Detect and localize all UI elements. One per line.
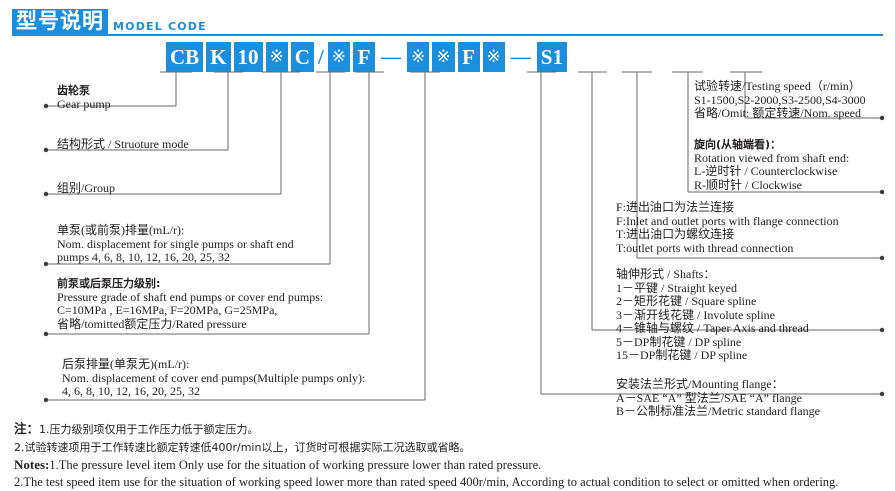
pressure-grade-line-2: Pressure grade of shaft end pumps or cov…	[57, 289, 324, 304]
callout-cover-end-displacement: 后泵排量(单泵无)(mL/r):Nom. displacement of cov…	[62, 357, 366, 399]
mounting-flange-line-2: A－SAE “A” 型法兰/SAE “A” flange	[616, 390, 802, 405]
shaft-type-line-5: 4－锥轴与螺纹 / Taper Axis and thread	[616, 321, 809, 335]
shaft-type-line-7: 15－DP制花键 / DP spline	[616, 348, 748, 362]
code-token-12: ※	[482, 42, 505, 72]
callout-pressure-grade: 前泵或后泵压力级别: Pressure grade of shaft end p…	[57, 277, 323, 331]
port-connection-line-1: F:进出油口为法兰连接	[616, 200, 735, 214]
notes-section: 注：1.压力级别项仅用于工作压力低于额定压力。 2.试验转速项用于工作转速比额定…	[14, 418, 884, 491]
note-cn-item-1: 1.压力级别项仅用于工作压力低于额定压力。	[39, 423, 259, 436]
notes-label-en: Notes:	[14, 457, 50, 472]
pressure-grade-line-4: 省略/tomitted额定压力/Rated pressure	[57, 316, 247, 331]
code-token-3: ※	[265, 42, 288, 72]
page-title-en: MODEL CODE	[113, 20, 207, 33]
note-en-1: Notes:1.The pressure level item Only use…	[14, 456, 884, 474]
single-pump-displacement-line-2: Nom. displacement for single pumps or sh…	[57, 236, 294, 251]
pressure-grade-line-3: C=10MPa , E=16MPa, F=20MPa, G=25MPa,	[57, 303, 278, 317]
mounting-flange-line-3: B－公制标准法兰/Metric standard flange	[616, 404, 820, 418]
testing-speed-line-2: S1-1500,S2-2000,S3-2500,S4-3000	[694, 92, 866, 107]
callout-group: 组别/Group	[57, 181, 115, 196]
mounting-flange-line-1: 安装法兰形式/Mounting flange：	[616, 377, 784, 391]
gear-pump-line-2: Gear pump	[57, 96, 111, 111]
code-token-7: F	[353, 42, 376, 72]
code-separator-13: —	[510, 46, 531, 68]
shaft-type-line-3: 2－矩形花键 / Square spline	[616, 294, 757, 308]
note-en-item-1: 1.The pressure level item Only use for t…	[49, 458, 542, 472]
shaft-type-line-1: 轴伸形式 / Shafts：	[616, 267, 716, 281]
page-header: 型号说明 MODEL CODE	[12, 8, 207, 34]
port-connection-line-3: T:进出油口为螺纹连接	[616, 227, 735, 241]
port-connection-line-4: T:outlet ports with thread connection	[616, 240, 794, 255]
single-pump-displacement-line-1: 单泵(或前泵)排量(mL/r):	[57, 223, 185, 237]
code-token-6: ※	[327, 42, 351, 72]
code-token-2: 10	[233, 42, 263, 72]
code-token-0: CB	[166, 42, 204, 72]
note-en-item-2: 2.The test speed item use for the situat…	[14, 475, 839, 489]
cover-end-displacement-line-2: Nom. displacement of cover end pumps(Mul…	[62, 370, 366, 385]
port-connection-line-2: F:Inlet and outlet ports with flange con…	[616, 213, 839, 228]
code-token-9: ※	[407, 42, 430, 72]
rotation-direction-line-4: R-顺时针 / Clockwise	[694, 177, 802, 192]
callout-structure-mode: 结构形式 / Struoture mode	[57, 137, 189, 152]
note-cn-item-2: 2.试验转速项用于工作转速比额定转速低400r/min以上，订货时可根据实际工况…	[14, 441, 471, 454]
note-cn-1: 注：1.压力级别项仅用于工作压力低于额定压力。	[14, 418, 884, 438]
shaft-type-line-2: 1－平键 / Straight keyed	[616, 280, 737, 295]
header-divider	[12, 34, 883, 36]
rotation-direction-line-3: L-逆时针 / Counterclockwise	[694, 164, 838, 178]
code-token-1: K	[206, 42, 231, 72]
callout-rotation-direction: 旋向(从轴端看)：Rotation viewed from shaft end:…	[694, 138, 849, 192]
page-title-cn: 型号说明	[12, 9, 108, 34]
code-separator-5: /	[317, 45, 324, 69]
testing-speed-line-1: 试验转速/Testing speed（r/min）	[694, 79, 861, 93]
structure-mode-line-1: 结构形式 / Struoture mode	[57, 137, 189, 151]
code-token-4: C	[290, 42, 314, 72]
testing-speed-line-3: 省略/Omit: 额定转速/Nom. speed	[694, 106, 861, 120]
gear-pump-line-1: 齿轮泵	[57, 84, 90, 97]
single-pump-displacement-line-3: pumps 4, 6, 8, 10, 12, 16, 20, 25, 32	[57, 250, 231, 264]
pressure-grade-line-1: 前泵或后泵压力级别:	[57, 277, 161, 290]
callout-mounting-flange: 安装法兰形式/Mounting flange：A－SAE “A” 型法兰/SAE…	[616, 377, 820, 419]
cover-end-displacement-line-3: 4, 6, 8, 10, 12, 16, 20, 25, 32	[62, 384, 200, 398]
code-token-10: ※	[432, 42, 455, 72]
code-separator-8: —	[381, 46, 402, 68]
rotation-direction-line-1: 旋向(从轴端看)：	[694, 138, 782, 151]
shaft-type-line-4: 3－渐开线花键 / Involute spline	[616, 307, 775, 322]
code-token-11: F	[457, 42, 480, 72]
callout-single-pump-displacement: 单泵(或前泵)排量(mL/r):Nom. displacement for si…	[57, 223, 294, 265]
group-line-1: 组别/Group	[57, 181, 115, 195]
code-token-14: S1	[536, 42, 567, 72]
callout-testing-speed: 试验转速/Testing speed（r/min）S1-1500,S2-2000…	[694, 79, 866, 121]
shaft-type-line-6: 5－DP制花键 / DP spline	[616, 334, 742, 349]
rotation-direction-line-2: Rotation viewed from shaft end:	[694, 150, 850, 165]
notes-label-cn: 注：	[14, 421, 40, 436]
cover-end-displacement-line-1: 后泵排量(单泵无)(mL/r):	[62, 357, 190, 371]
